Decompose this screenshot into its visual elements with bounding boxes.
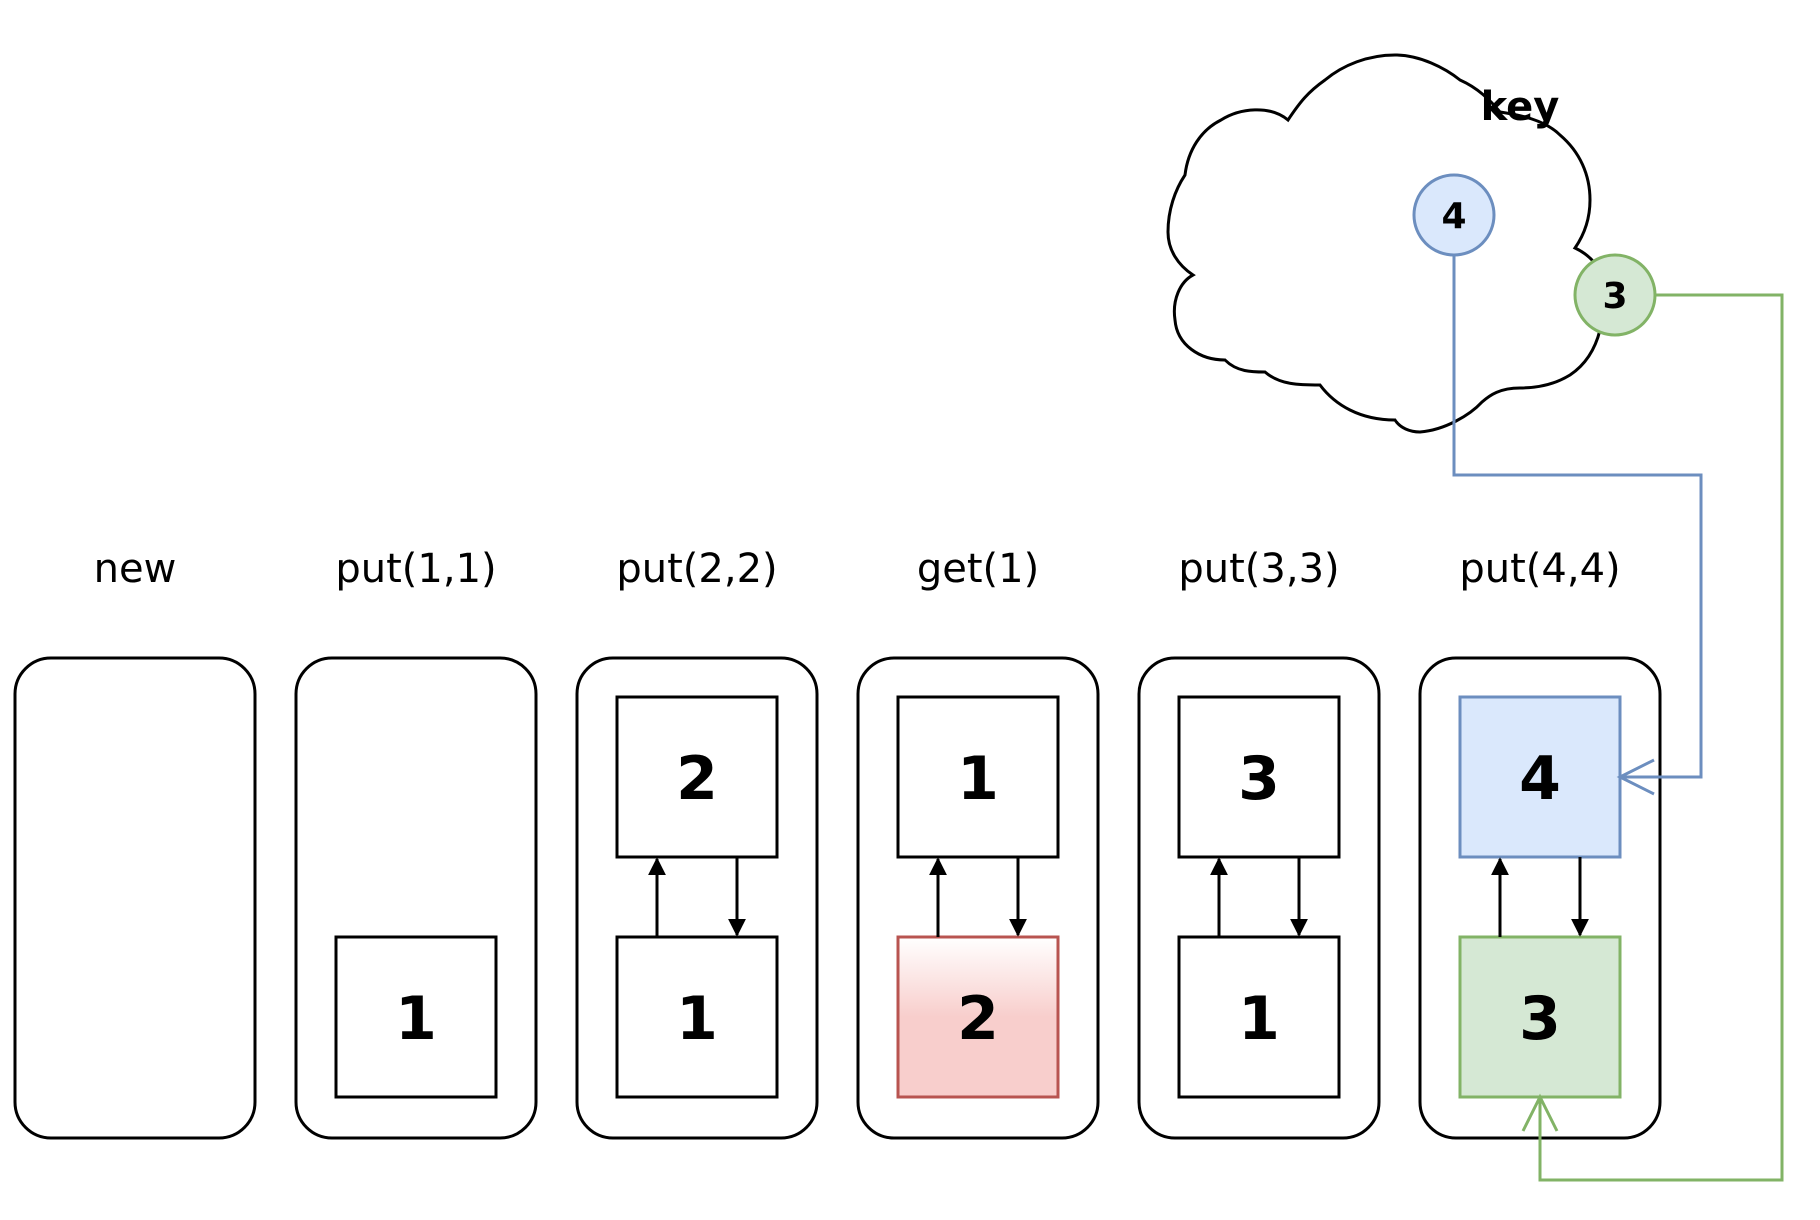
- lru-column: put(1,1) 1: [294, 546, 538, 1140]
- key-cloud: key: [1166, 53, 1608, 434]
- cloud-shape: [1166, 53, 1608, 434]
- cache-node-value: 1: [1238, 984, 1280, 1054]
- cache-node: 2: [615, 695, 779, 859]
- cache-node-value: 1: [676, 984, 718, 1054]
- key-circle-shape: [1412, 173, 1496, 257]
- lru-column: get(1) 1 2: [856, 546, 1100, 1140]
- cache-node: 3: [1458, 935, 1622, 1099]
- cache-node-value: 1: [957, 744, 999, 814]
- cache-node-box: [615, 695, 779, 859]
- operation-label: get(1): [917, 546, 1039, 592]
- cloud-title: key: [1481, 84, 1560, 130]
- lru-column: put(4,4) 4 3: [1418, 546, 1662, 1140]
- key-circle-value: 4: [1441, 196, 1466, 237]
- cache-node: 3: [1177, 695, 1341, 859]
- key-4-connector: [1452, 255, 1703, 779]
- cache-container: [13, 656, 257, 1140]
- cache-node: 1: [1177, 935, 1341, 1099]
- cache-node-value: 2: [676, 744, 718, 814]
- key-3-connector: [1538, 293, 1784, 1182]
- cache-node-value: 4: [1519, 744, 1561, 814]
- key-circle: 4: [1412, 173, 1496, 257]
- key-4-connector-arrowhead: [1616, 758, 1655, 796]
- operation-label: put(2,2): [616, 546, 777, 592]
- cache-node-box: [615, 935, 779, 1099]
- operation-label: put(3,3): [1178, 546, 1339, 592]
- cache-node-box: [896, 935, 1060, 1099]
- key-3-connector-arrowhead: [1521, 1093, 1559, 1132]
- operation-label: put(4,4): [1459, 546, 1620, 592]
- cache-node: 4: [1458, 695, 1622, 859]
- operation-label: new: [94, 546, 177, 592]
- operation-label: put(1,1): [335, 546, 496, 592]
- lru-column: new: [13, 546, 257, 1140]
- cache-node-value: 2: [957, 984, 999, 1054]
- lru-column: put(2,2) 2 1: [575, 546, 819, 1140]
- key-circle: 3: [1573, 253, 1657, 337]
- cache-node: 1: [896, 695, 1060, 859]
- cache-node: 1: [615, 935, 779, 1099]
- cache-node-box: [334, 935, 498, 1099]
- lru-column: put(3,3) 3 1: [1137, 546, 1381, 1140]
- cache-node-box: [1177, 695, 1341, 859]
- cache-node-value: 1: [395, 984, 437, 1054]
- cache-node-box: [896, 695, 1060, 859]
- key-circle-shape: [1573, 253, 1657, 337]
- cache-node-value: 3: [1519, 984, 1561, 1054]
- cache-node: 2: [896, 935, 1060, 1099]
- cache-node-box: [1177, 935, 1341, 1099]
- cache-node-box: [1458, 935, 1622, 1099]
- cache-node-value: 3: [1238, 744, 1280, 814]
- key-circle-value: 3: [1602, 276, 1627, 317]
- cache-node: 1: [334, 935, 498, 1099]
